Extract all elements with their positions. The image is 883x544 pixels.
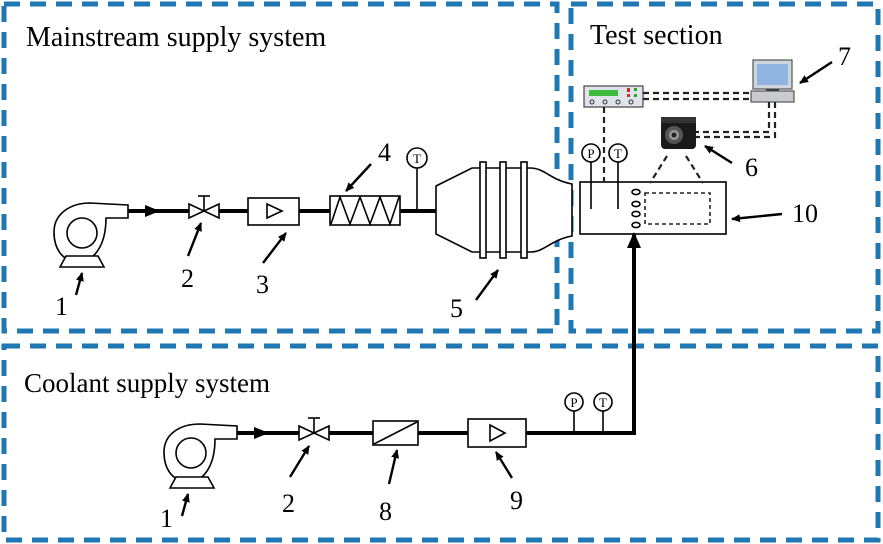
leader-arrow-coolant-blower	[180, 493, 190, 517]
data-acquisition-unit-icon	[583, 85, 644, 108]
label-settling-chamber: 5	[450, 294, 463, 323]
leader-arrow-coolant-valve	[288, 445, 311, 478]
settling-chamber-icon	[435, 161, 573, 259]
coolant-cooler-icon	[372, 420, 419, 446]
main-temperature-gauge: T	[406, 147, 428, 211]
leader-arrow-ir-camera	[704, 144, 733, 165]
leader-arrow-settling-chamber	[475, 269, 499, 301]
main-valve-icon	[188, 195, 220, 220]
main-heater-icon	[329, 194, 401, 227]
camera-computer-cable	[696, 102, 771, 134]
label-coolant-valve: 2	[282, 489, 295, 518]
computer-icon	[750, 59, 795, 103]
svg-text:T: T	[614, 146, 622, 161]
coolant-temperature-gauge: T	[593, 392, 613, 433]
label-computer: 7	[838, 42, 851, 71]
leader-arrow-computer	[799, 60, 833, 85]
label-main-blower: 1	[55, 292, 68, 321]
leader-arrow-test-plate	[731, 212, 783, 223]
label-ir-camera: 6	[745, 153, 758, 182]
label-coolant-cooler: 8	[379, 497, 392, 526]
leader-arrow-coolant-cooler	[387, 449, 400, 485]
test-temperature-gauge: T	[608, 143, 628, 209]
label-coolant-flowmeter: 9	[510, 486, 523, 515]
coolant-flow-direction-icon	[254, 427, 269, 439]
svg-text:T: T	[413, 151, 421, 166]
label-main-valve: 2	[181, 264, 194, 293]
coolant-flowmeter-icon	[467, 418, 527, 448]
leader-arrow-main-flowmeter	[262, 232, 287, 264]
leader-arrow-main-heater	[345, 163, 372, 192]
svg-text:P: P	[587, 146, 594, 161]
coolant-pipe-4	[526, 310, 636, 435]
ir-camera-icon	[661, 117, 696, 149]
test-section-title: Test section	[590, 20, 723, 51]
mainstream-section-title: Mainstream supply system	[26, 22, 326, 53]
coolant-section-title: Coolant supply system	[24, 368, 270, 398]
label-coolant-blower: 1	[160, 504, 173, 533]
test-pressure-gauge: P	[581, 143, 601, 209]
test-section-border	[568, 1, 881, 334]
mainstream-section-border	[1, 1, 560, 334]
label-main-flowmeter: 3	[256, 270, 269, 299]
coolant-valve-icon	[298, 417, 330, 442]
svg-text:T: T	[599, 395, 607, 410]
flow-direction-icon	[145, 205, 160, 217]
main-blower-icon	[53, 202, 129, 268]
label-test-plate: 10	[792, 199, 818, 228]
leader-arrow-main-valve	[186, 222, 203, 257]
coolant-blower-icon	[163, 423, 238, 489]
camera-view-line-right	[685, 155, 704, 184]
main-flowmeter-icon	[247, 197, 300, 226]
label-main-heater: 4	[378, 138, 391, 167]
leader-arrow-coolant-flowmeter	[494, 451, 514, 479]
leader-arrow-main-blower	[74, 272, 84, 296]
camera-computer-cable-2	[696, 102, 777, 139]
camera-view-line-left	[649, 155, 668, 184]
coolant-pressure-gauge: P	[564, 392, 584, 433]
test-plate-icon	[579, 181, 727, 235]
svg-text:P: P	[570, 395, 577, 410]
coolant-section-border	[1, 343, 881, 543]
